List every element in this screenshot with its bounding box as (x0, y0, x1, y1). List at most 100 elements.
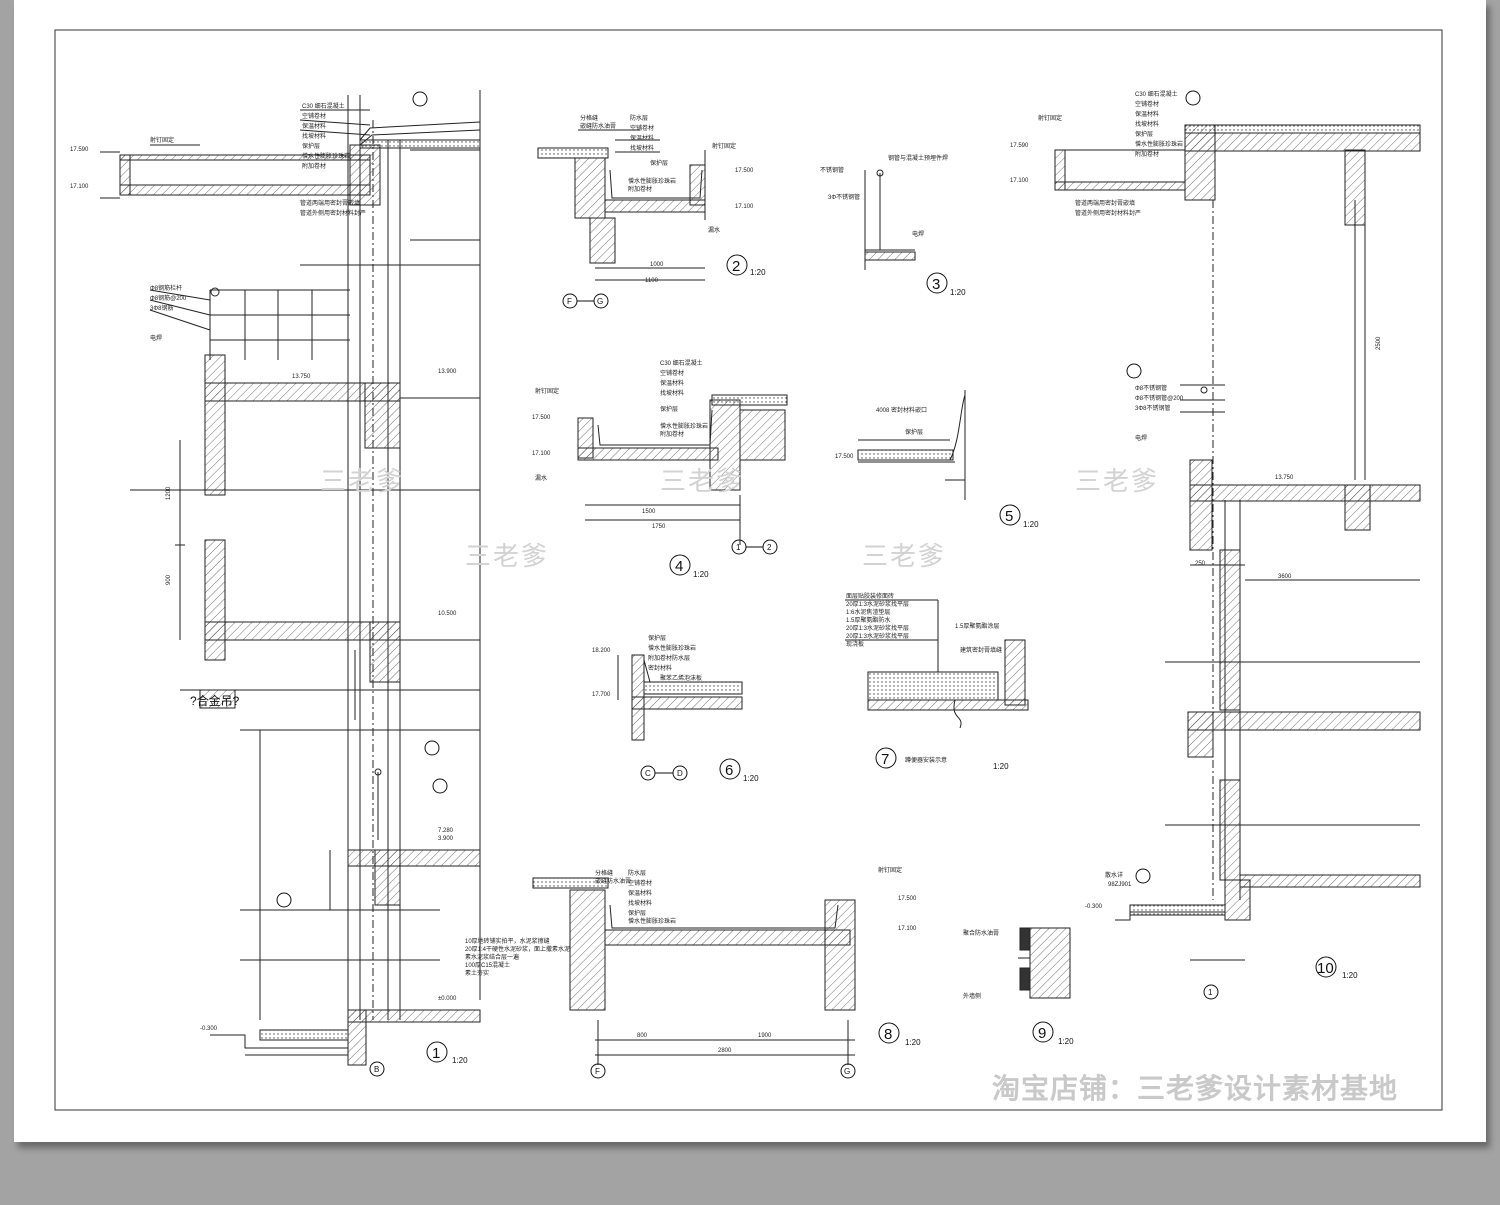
svg-text:保护层: 保护层 (905, 428, 923, 436)
svg-text:附加卷材: 附加卷材 (628, 185, 652, 193)
svg-text:100厚C15混凝土: 100厚C15混凝土 (465, 961, 510, 969)
svg-text:附加卷材: 附加卷材 (1135, 150, 1159, 158)
svg-text:素水泥浆结合层一遍: 素水泥浆结合层一遍 (465, 953, 519, 961)
svg-text:附加卷材防水层: 附加卷材防水层 (648, 654, 690, 662)
elev-0000: ±0.000 (438, 996, 457, 1002)
detail-5-section (857, 390, 966, 500)
shooting-nail-label-4: 射钉固定 (535, 387, 559, 395)
shop-watermark: 淘宝店铺：三老爹设计素材基地 (992, 1072, 1398, 1104)
svg-text:管道外侧用密封材料封严: 管道外侧用密封材料封严 (300, 209, 366, 217)
svg-text:空铺卷材: 空铺卷材 (630, 124, 654, 132)
detail-3-section (864, 169, 916, 270)
svg-text:找坡材料: 找坡材料 (1135, 120, 1159, 128)
svg-text:素土夯实: 素土夯实 (465, 969, 489, 977)
svg-text:20厚1:3水泥砂浆找平层: 20厚1:3水泥砂浆找平层 (846, 600, 909, 608)
elev-m300-d10: -0.300 (1085, 904, 1103, 910)
axis-F-label-d8: F (595, 1067, 600, 1076)
svg-text:保护层: 保护层 (302, 142, 320, 150)
shooting-nail-label-2: 射钉固定 (712, 142, 736, 150)
svg-text:20厚1:3水泥砂浆找平层: 20厚1:3水泥砂浆找平层 (846, 624, 909, 632)
svg-text:Φ8钢筋栏杆: Φ8钢筋栏杆 (150, 284, 182, 292)
shooting-nail-label-1: 射钉固定 (150, 136, 174, 144)
detail-8-section (532, 877, 856, 1065)
svg-text:钢管与混凝土预埋件焊: 钢管与混凝土预埋件焊 (888, 154, 948, 162)
detail-1-scale: 1:20 (452, 1056, 468, 1065)
detail-1-marker (426, 1041, 448, 1063)
drain-label-d2: 漏水 (708, 226, 720, 234)
detail-2-number: 2 (732, 258, 740, 275)
detail-5-marker (999, 504, 1021, 526)
shooting-nail-label-10: 射钉固定 (1038, 114, 1062, 122)
svg-text:Φ8钢筋@200: Φ8钢筋@200 (150, 294, 187, 302)
axis-G-marker-d8 (840, 1063, 856, 1079)
elev-17100-d2: 17.100 (735, 204, 754, 210)
joint-oil-label: 聚合防水油膏 (963, 929, 999, 937)
svg-text:1.5厚聚氨酯防水: 1.5厚聚氨酯防水 (846, 616, 890, 624)
axis-G-label-d2: G (597, 297, 603, 306)
detail-5-scale: 1:20 (1023, 520, 1039, 529)
detail-7-marker (875, 747, 897, 769)
drawing-frame (54, 29, 1443, 1111)
apron-ref-label: 98ZJ901 (1108, 882, 1132, 888)
elev-17500-d4: 17.500 (532, 415, 551, 421)
dim-1000: 1000 (650, 262, 664, 268)
svg-text:3Φ8钢筋: 3Φ8钢筋 (150, 304, 173, 312)
detail-9-section (1018, 927, 1071, 999)
svg-text:面层贴胶装修面砖: 面层贴胶装修面砖 (846, 592, 894, 600)
dim-900: 900 (166, 574, 172, 585)
svg-text:C30 细石混凝土: C30 细石混凝土 (1135, 90, 1178, 98)
elev-17500-d2: 17.500 (735, 168, 754, 174)
watermark-5: 三老爹 (1075, 466, 1159, 496)
elev-m300: -0.300 (200, 1026, 218, 1032)
wall-side-label: 外墙侧 (963, 992, 981, 1000)
axis-D-label: D (677, 769, 683, 778)
detail-2-scale: 1:20 (750, 268, 766, 277)
svg-text:空铺卷材: 空铺卷材 (660, 369, 684, 377)
svg-text:管道两端用密封膏嵌填: 管道两端用密封膏嵌填 (1075, 199, 1135, 207)
svg-text:建筑密封膏填缝: 建筑密封膏填缝 (960, 646, 1002, 654)
detail-4-section (577, 394, 788, 545)
dim-1750: 1750 (652, 524, 666, 530)
svg-text:Φ8不锈钢管@200: Φ8不锈钢管@200 (1135, 394, 1184, 402)
detail-6-marker (719, 758, 741, 780)
svg-text:密封材料: 密封材料 (648, 664, 672, 672)
elev-13900: 13.900 (438, 369, 457, 375)
svg-text:憎水性膨胀珍珠岩: 憎水性膨胀珍珠岩 (648, 644, 696, 652)
watermark-1: 三老爹 (320, 466, 404, 496)
elev-13750-d10: 13.750 (1275, 475, 1294, 481)
watermark-4: 三老爹 (862, 541, 946, 571)
detail-3-scale: 1:20 (950, 288, 966, 297)
axis-F-marker-d8 (590, 1063, 606, 1079)
shooting-nail-label-8: 射钉固定 (878, 866, 902, 874)
elev-17500-d8: 17.500 (898, 896, 917, 902)
detail-8-marker (878, 1022, 900, 1044)
detail-7-number: 7 (881, 751, 889, 768)
axis-2-label-d4: 2 (767, 543, 772, 552)
detail-7-note: 蹲便器安装示意 (905, 756, 947, 764)
svg-text:空铺卷材: 空铺卷材 (628, 879, 652, 887)
apron-label: 散水详 (1105, 871, 1123, 879)
svg-text:找坡材料: 找坡材料 (660, 389, 684, 397)
svg-text:保护层: 保护层 (650, 159, 668, 167)
detail-7-section (845, 599, 1029, 729)
detail-9-scale: 1:20 (1058, 1037, 1074, 1046)
svg-text:保温材料: 保温材料 (302, 122, 326, 130)
svg-text:嵌缝防水油膏: 嵌缝防水油膏 (595, 877, 631, 885)
svg-text:分格缝: 分格缝 (595, 869, 613, 877)
svg-text:3Φ不锈钢管: 3Φ不锈钢管 (828, 193, 860, 201)
dim-1200: 1200 (166, 486, 172, 500)
watermark-3: 三老爹 (660, 466, 744, 496)
elev-17100: 17.100 (70, 184, 89, 190)
svg-text:憎水性膨胀珍珠岩: 憎水性膨胀珍珠岩 (302, 152, 350, 160)
svg-text:保护层: 保护层 (648, 634, 666, 642)
detail-7-scale: 1:20 (993, 762, 1009, 771)
svg-text:聚苯乙烯泡沫板: 聚苯乙烯泡沫板 (660, 674, 702, 682)
svg-text:分格缝: 分格缝 (580, 114, 598, 122)
axis-1-label-d4: 1 (736, 543, 741, 552)
svg-text:保护层: 保护层 (1135, 130, 1153, 138)
elev-17100-d8: 17.100 (898, 926, 917, 932)
elev-17590: 17.590 (70, 147, 89, 153)
dim-2500: 2500 (1376, 336, 1382, 350)
detail-5-number: 5 (1005, 508, 1013, 525)
